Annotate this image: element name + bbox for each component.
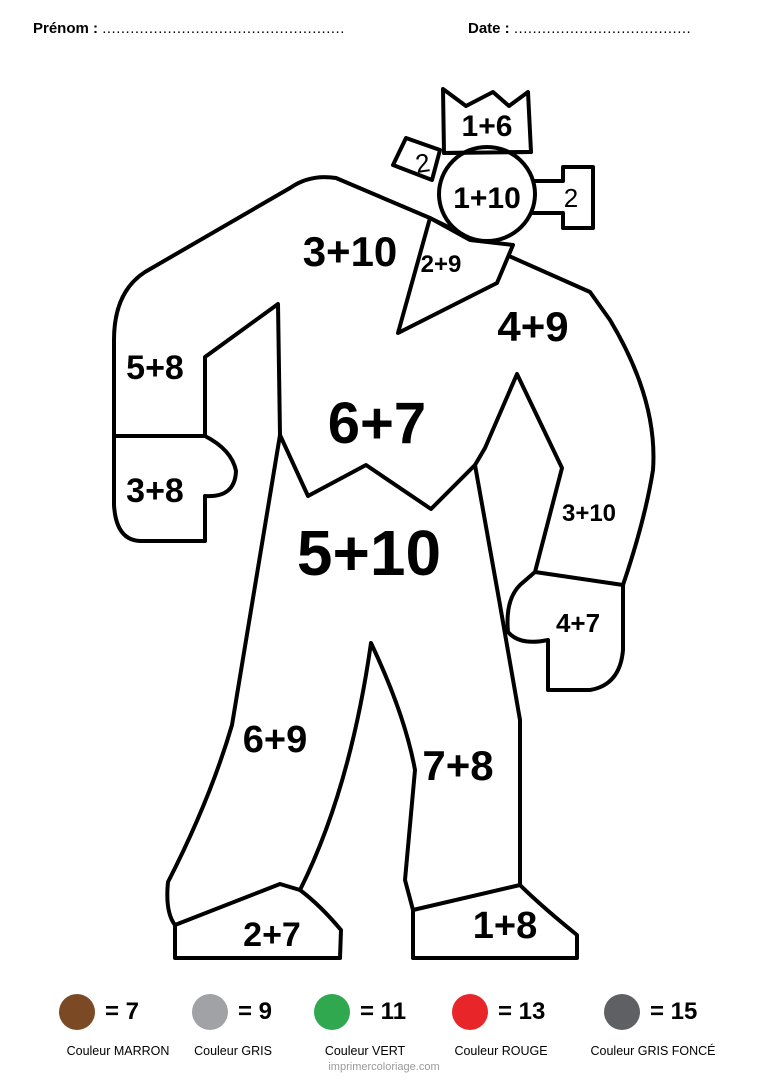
left-shoe-line: [173, 882, 302, 927]
right-bolt-region[interactable]: [526, 165, 595, 230]
region-label: 4+7: [556, 608, 600, 638]
region-label: 2: [564, 183, 578, 213]
date-label: Date :: [468, 20, 510, 37]
region-label: 3+10: [303, 228, 398, 275]
legend-item-gris: = 9 Couleur GRIS: [178, 992, 328, 1062]
dark-gray-swatch: [604, 994, 640, 1030]
date-dots: ......................................: [513, 20, 692, 37]
brown-swatch: [59, 994, 95, 1030]
legend-label: Couleur VERT: [324, 1044, 406, 1058]
legend-item-vert: = 11 Couleur VERT: [300, 992, 450, 1062]
region-label: 3+8: [126, 472, 184, 510]
red-swatch: [452, 994, 488, 1030]
legend-value: = 7: [105, 998, 140, 1025]
region-label: 2+7: [243, 916, 301, 954]
legend-value: = 13: [498, 998, 546, 1025]
left-flap-region[interactable]: [391, 136, 442, 182]
legend-item-rouge: = 13 Couleur ROUGE: [438, 992, 588, 1062]
legend-label: Couleur ROUGE: [454, 1044, 548, 1058]
name-field[interactable]: Prénom : ...............................…: [33, 20, 345, 37]
region-label: 5+8: [126, 349, 184, 387]
legend-value: = 9: [238, 998, 273, 1025]
name-label: Prénom :: [33, 20, 99, 37]
date-field[interactable]: Date : .................................…: [468, 20, 691, 37]
tie-region[interactable]: [396, 216, 515, 335]
footer-site: imprimercoloriage.com: [328, 1061, 440, 1073]
green-swatch: [314, 994, 350, 1030]
name-dots: ........................................…: [102, 20, 345, 37]
right-cuff-line: [533, 570, 625, 587]
legend-value: = 11: [360, 998, 407, 1025]
legend-label: Couleur GRIS FONCÉ: [590, 1044, 716, 1058]
region-label: 1+8: [473, 905, 537, 947]
legend-item-gris-fonce: = 15 Couleur GRIS FONCÉ: [590, 992, 740, 1062]
legend-item-marron: = 7 Couleur MARRON: [45, 992, 195, 1062]
region-label: 2+9: [421, 251, 462, 278]
region-label: 2: [413, 147, 432, 179]
region-label: 4+9: [497, 303, 568, 350]
region-label: 7+8: [422, 742, 493, 789]
head-band: [442, 150, 533, 155]
region-label: 3+10: [562, 500, 616, 527]
legend-label: Couleur GRIS: [194, 1044, 272, 1058]
header: Prénom : ...............................…: [0, 20, 768, 44]
region-label: 5+10: [297, 517, 441, 589]
body-outline: [112, 175, 656, 960]
region-label: 6+7: [328, 391, 426, 456]
waist-line: [278, 433, 477, 511]
right-shoe-line: [411, 883, 522, 912]
region-label: 1+10: [453, 182, 521, 215]
legend-label: Couleur MARRON: [66, 1044, 170, 1058]
legend-value: = 15: [650, 998, 698, 1025]
region-label: 1+6: [462, 110, 513, 143]
gray-swatch: [192, 994, 228, 1030]
region-label: 6+9: [243, 719, 307, 761]
